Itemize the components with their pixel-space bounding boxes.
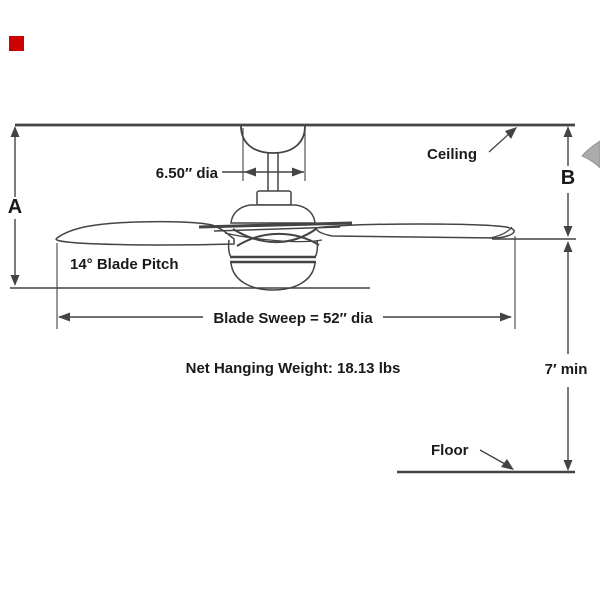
ceiling-leader-line xyxy=(488,131,512,153)
dimension-a: A xyxy=(8,126,370,289)
blade-iron-cross-line xyxy=(224,232,323,243)
floor-label: Floor xyxy=(431,442,469,459)
arrow-down-icon xyxy=(563,460,573,471)
net-hanging-weight-label: Net Hanging Weight: 18.13 lbs xyxy=(186,360,401,377)
right-blade-tip-line xyxy=(489,226,513,239)
blade-iron-cross-line xyxy=(232,228,317,244)
arrow-down-icon xyxy=(563,226,573,237)
left-blade xyxy=(55,220,235,246)
downrod-diameter-label: 6.50″ dia xyxy=(156,165,219,182)
dimension-floor-clearance: 7′ min xyxy=(545,241,588,471)
arrow-up-icon xyxy=(10,126,20,137)
right-blade xyxy=(315,223,515,239)
callouts: Ceiling Floor 14° Blade Pitch Net Hangin… xyxy=(70,127,517,470)
light-kit-bowl xyxy=(230,262,316,291)
arrow-up-icon xyxy=(563,241,573,252)
blade-pitch-label: 14° Blade Pitch xyxy=(70,256,179,273)
arrow-left-icon xyxy=(244,167,256,177)
dimension-b: B xyxy=(492,126,576,240)
blade-sweep-label: Blade Sweep = 52″ dia xyxy=(213,310,373,327)
arrow-right-icon xyxy=(292,167,304,177)
blade-hub-line xyxy=(198,221,353,229)
ceiling-label: Ceiling xyxy=(427,146,477,163)
min-clearance-label: 7′ min xyxy=(545,361,588,378)
arrow-up-right-icon xyxy=(505,127,517,139)
arrow-down-icon xyxy=(10,275,20,286)
arrow-up-icon xyxy=(563,126,573,137)
floor-leader-line xyxy=(479,449,506,465)
motor-housing-top xyxy=(230,204,316,224)
mounting-collar xyxy=(256,190,292,206)
dim-b-label: B xyxy=(561,167,575,189)
dimension-canopy-diameter: 6.50″ dia xyxy=(156,128,306,182)
arrow-down-right-icon xyxy=(501,459,514,470)
red-square-icon xyxy=(9,36,24,51)
dim-a-label: A xyxy=(8,196,22,218)
dimension-blade-sweep: Blade Sweep = 52″ dia xyxy=(56,236,516,329)
canopy xyxy=(240,125,306,154)
arrow-right-icon xyxy=(500,312,512,322)
fan-drawing xyxy=(55,125,515,291)
gray-swoosh-icon xyxy=(581,140,600,169)
